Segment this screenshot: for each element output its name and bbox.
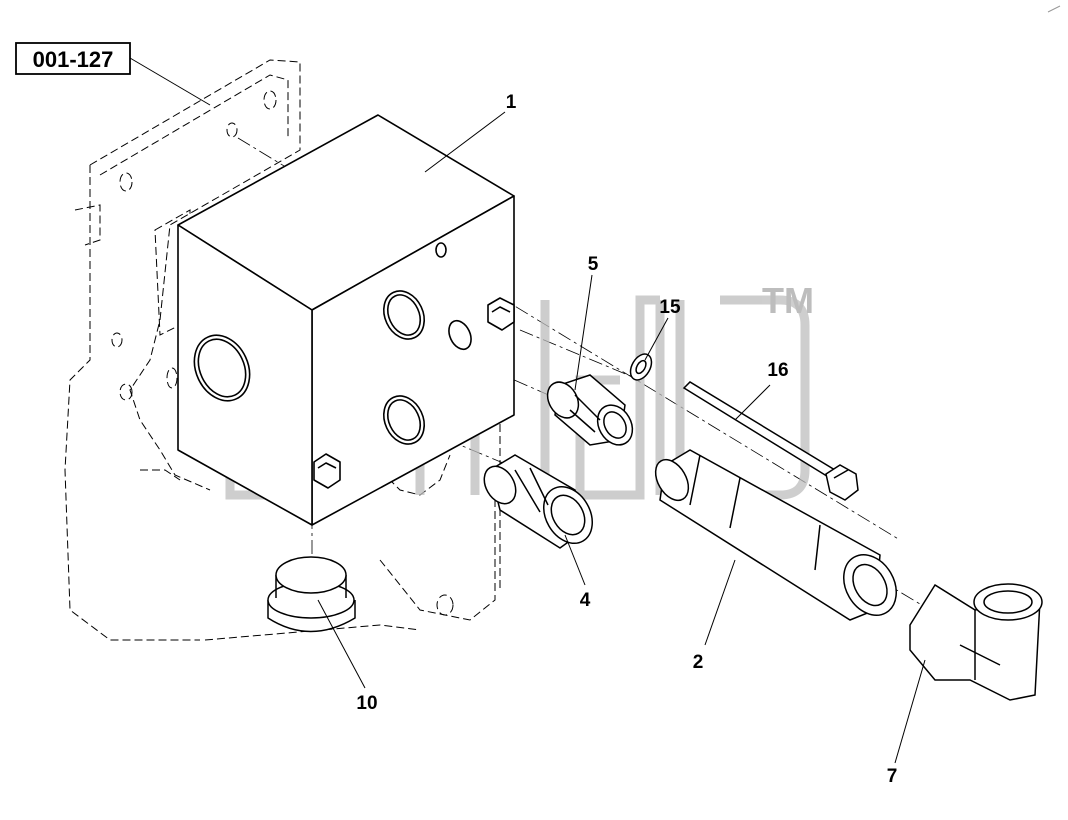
reference-leader — [129, 57, 211, 106]
callout-10: 10 — [356, 693, 377, 714]
watermark-tm: TM — [762, 280, 814, 321]
callout-5: 5 — [588, 254, 599, 275]
reference-code: 001-127 — [33, 47, 114, 72]
fitting-part-5 — [546, 374, 634, 446]
tube-part-2 — [654, 449, 897, 621]
adapter-part-4 — [483, 454, 593, 549]
bolt-part-16 — [682, 381, 859, 501]
corner-mark — [1047, 5, 1061, 13]
callout-4: 4 — [580, 590, 591, 611]
leader-lines — [317, 111, 926, 764]
elbow-part-7 — [909, 583, 1043, 701]
plug-part-10 — [267, 556, 356, 633]
washer-part-15 — [629, 353, 653, 381]
housing-outline — [64, 59, 501, 641]
callout-15: 15 — [659, 297, 681, 318]
callout-16: 16 — [767, 360, 788, 381]
valve-block — [177, 114, 515, 526]
callout-7: 7 — [887, 766, 898, 787]
callout-2: 2 — [693, 652, 704, 673]
callout-1: 1 — [506, 92, 517, 113]
